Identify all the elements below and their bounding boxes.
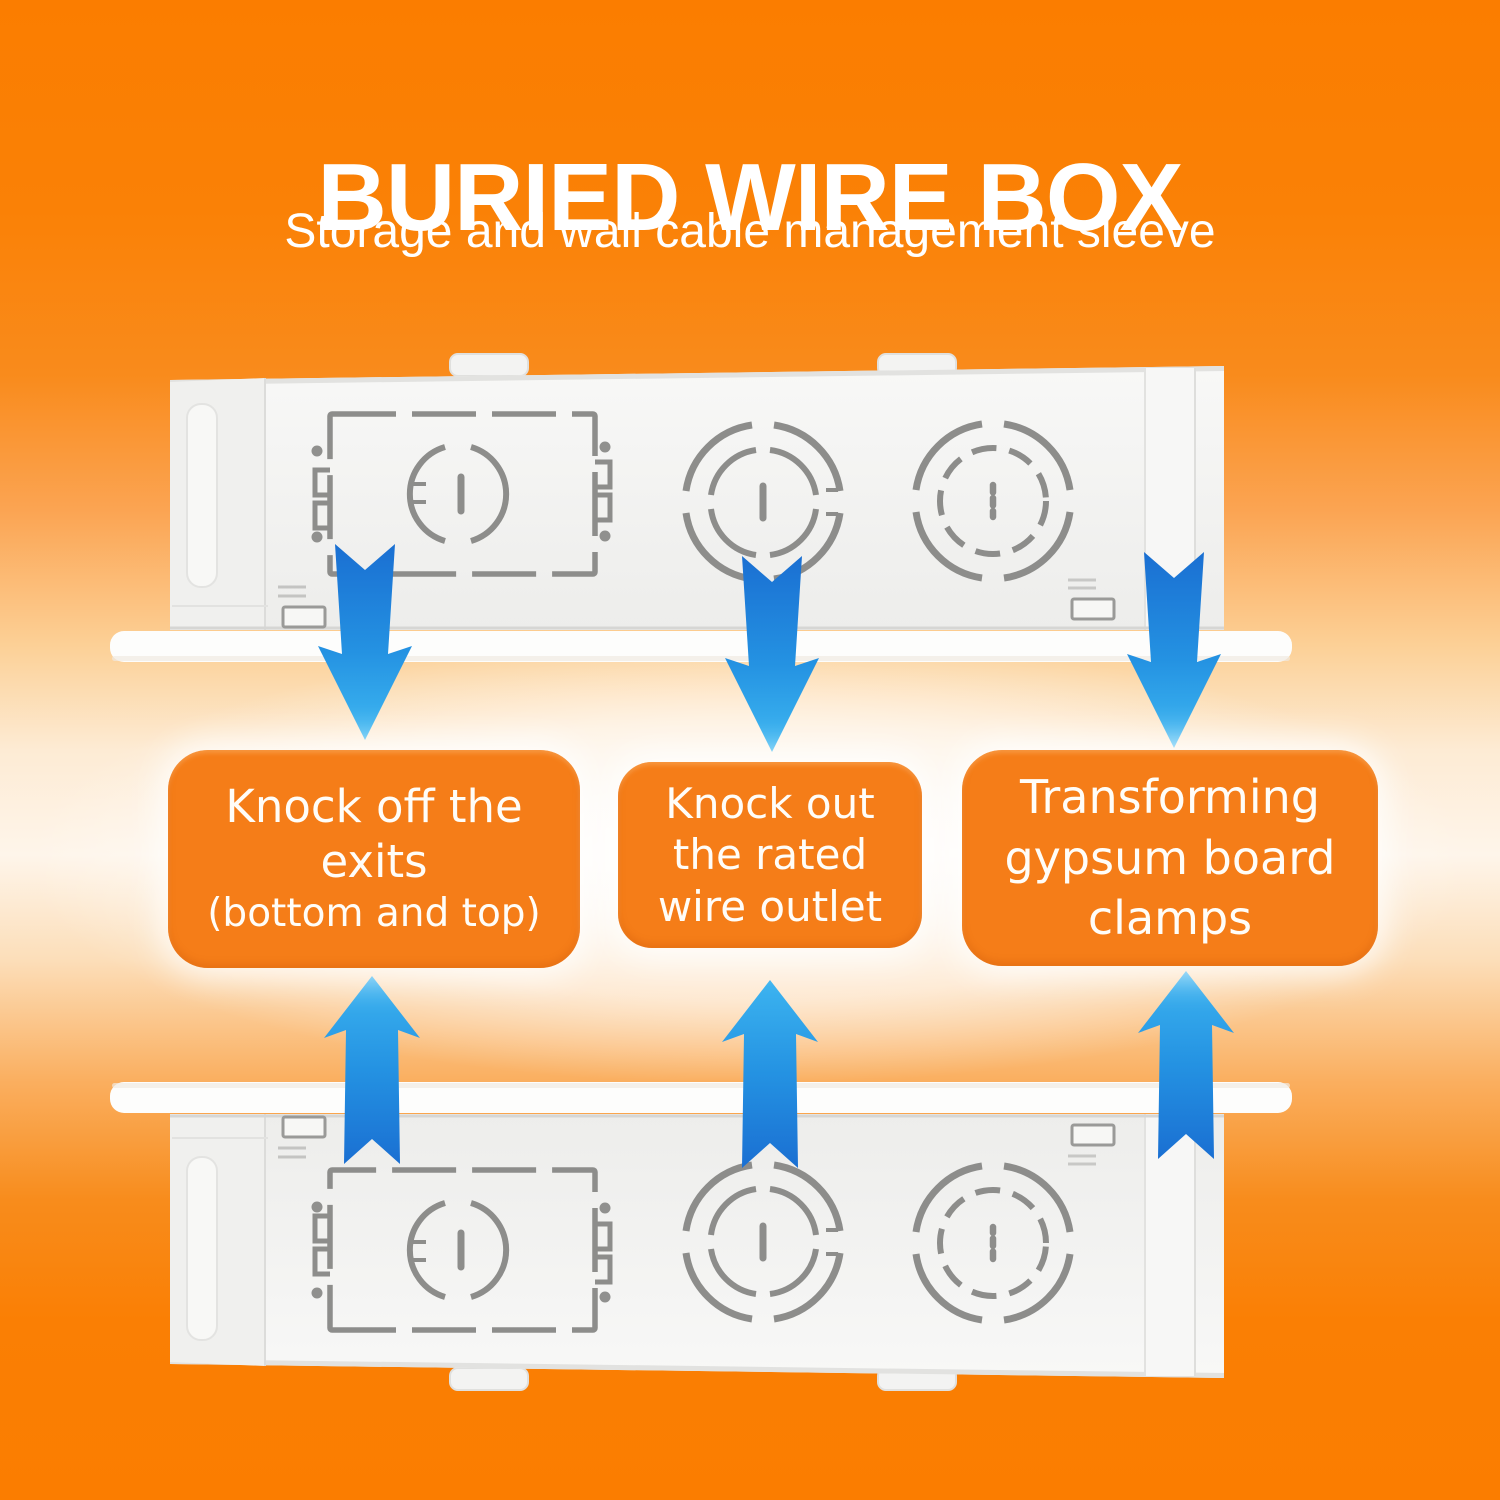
- callout-text-line: the rated: [672, 830, 868, 880]
- wire-box-bottom-view: [110, 1080, 1390, 1392]
- callout-text-line: gypsum board: [1004, 830, 1336, 885]
- page-title: BURIED WIRE BOX: [317, 144, 1183, 252]
- wire-box-top-view: [110, 352, 1390, 664]
- callout-knock-out-wire-outlet: Knock out the rated wire outlet: [618, 762, 922, 948]
- callout-knock-off-exits: Knock off the exits (bottom and top): [168, 750, 580, 968]
- page-subtitle: Storage and wall cable management sleeve: [284, 205, 1216, 258]
- callout-text-line: Knock out: [665, 779, 875, 829]
- callout-text-line: Knock off the: [225, 780, 523, 834]
- callout-text-line: exits: [320, 835, 428, 889]
- callout-text-line: wire outlet: [657, 881, 883, 931]
- callout-gypsum-board-clamps: Transforming gypsum board clamps: [962, 750, 1378, 966]
- callout-text-line: Transforming: [1020, 769, 1320, 824]
- callout-text-line: clamps: [1087, 891, 1253, 946]
- callout-text-note: (bottom and top): [207, 891, 541, 937]
